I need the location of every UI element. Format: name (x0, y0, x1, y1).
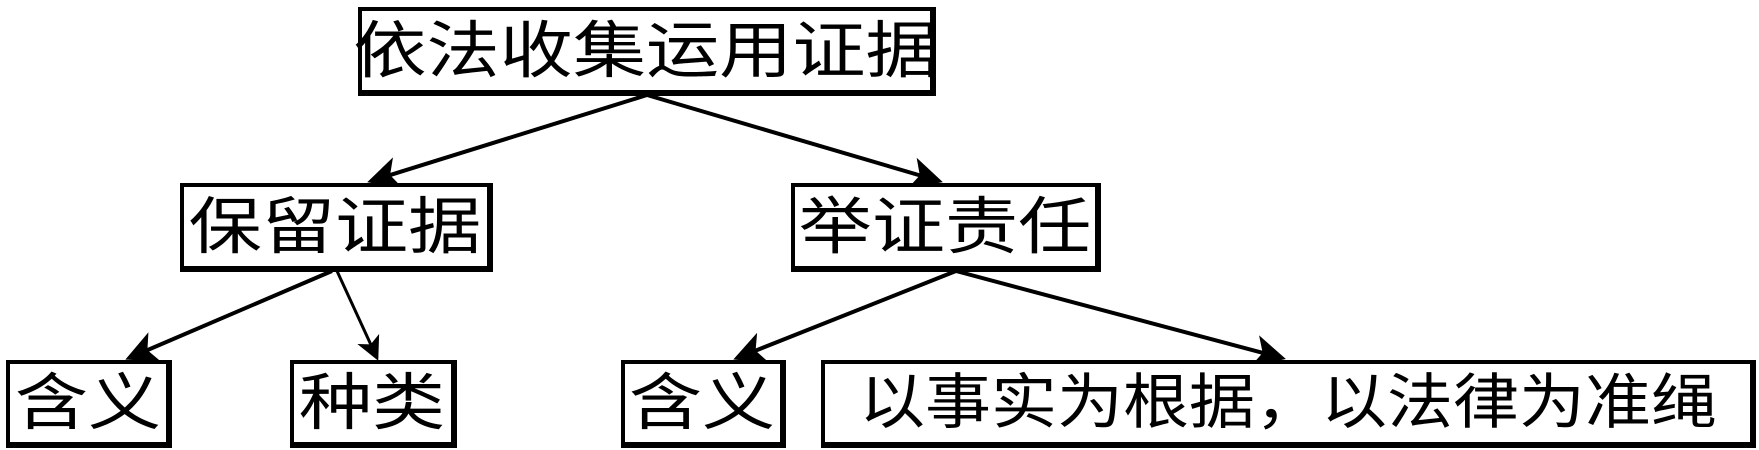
right-child-meaning: 含义 (621, 360, 786, 448)
arrow-left-to-meaning (125, 269, 333, 362)
root-node: 依法收集运用证据 (353, 7, 939, 96)
arrow-right-to-principle (955, 269, 1286, 367)
left-child-types-label: 种类 (299, 366, 446, 439)
arrow-left-to-types (335, 270, 380, 361)
arrow-root-to-left (367, 93, 648, 188)
right-child-meaning-label: 含义 (629, 366, 776, 439)
right-child-principle: 以事实为根据，以法律为准绳 (821, 360, 1756, 448)
left-node-label: 保留证据 (189, 189, 482, 263)
left-child-types: 种类 (290, 360, 457, 448)
right-child-principle-label: 以事实为根据，以法律为准绳 (858, 368, 1717, 438)
left-child-meaning-label: 含义 (14, 366, 162, 439)
right-node-label: 举证责任 (798, 189, 1092, 263)
root-node-label: 依法收集运用证据 (353, 13, 939, 87)
right-node: 举证责任 (791, 183, 1101, 272)
left-child-meaning: 含义 (6, 360, 172, 448)
arrow-root-to-right (646, 93, 943, 189)
arrow-right-to-meaning (733, 269, 957, 363)
left-node: 保留证据 (180, 183, 493, 272)
